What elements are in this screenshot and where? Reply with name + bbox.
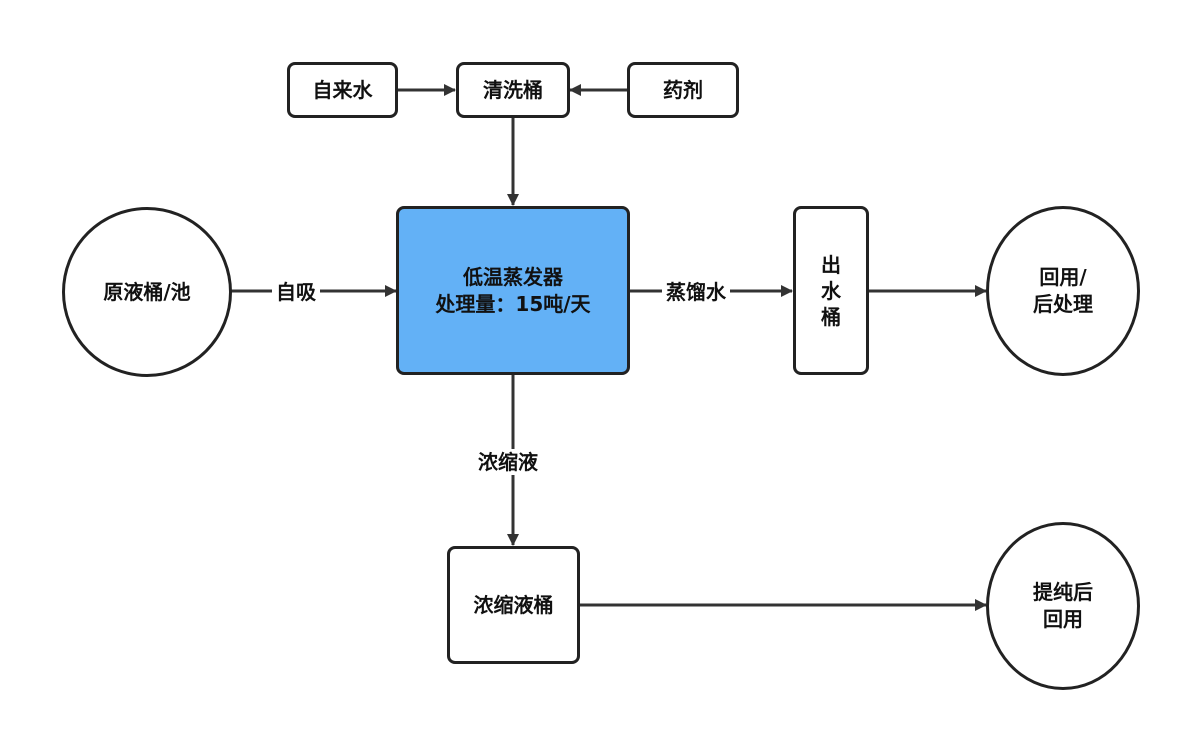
self-suction-edge-label: 自吸 [272,279,320,305]
tap-water-box: 自来水 [287,62,398,118]
wash-tank-box: 清洗桶 [456,62,570,118]
distilled-water-edge-label: 蒸馏水 [662,279,730,305]
reuse-line-2: 后处理 [1033,292,1093,316]
purify-reuse-circle: 提纯后 回用 [986,522,1140,690]
concentrate-tank-box: 浓缩液桶 [447,546,580,664]
wash-tank-label: 清洗桶 [483,77,543,102]
purify-line-2: 回用 [1043,607,1083,631]
evaporator-title: 低温蒸发器 [463,264,563,289]
raw-tank-circle: 原液桶/池 [62,207,232,377]
outlet-tank-char-1: 出 [821,252,841,277]
outlet-tank-char-3: 桶 [821,304,841,329]
reuse-line-1: 回用/ [1039,265,1087,289]
purify-line-1: 提纯后 [1033,580,1093,604]
evaporator-capacity: 处理量：15吨/天 [435,291,591,316]
raw-tank-label: 原液桶/池 [103,279,191,304]
evaporator-box: 低温蒸发器 处理量：15吨/天 [396,206,630,375]
concentrate-tank-label: 浓缩液桶 [473,592,554,617]
chemical-label: 药剂 [663,77,703,102]
chemical-box: 药剂 [627,62,739,118]
outlet-tank-box: 出 水 桶 [793,206,869,375]
reuse-circle: 回用/ 后处理 [986,206,1140,376]
tap-water-label: 自来水 [312,77,373,102]
outlet-tank-char-2: 水 [821,278,841,303]
concentrate-edge-label: 浓缩液 [474,449,542,475]
